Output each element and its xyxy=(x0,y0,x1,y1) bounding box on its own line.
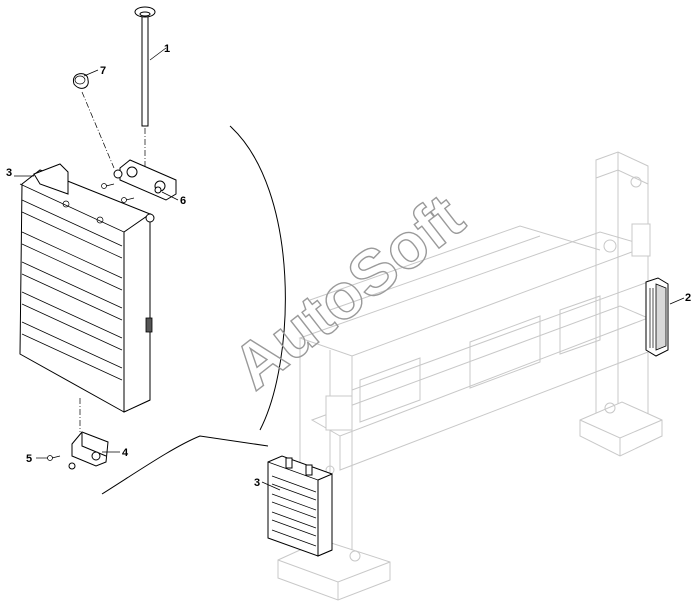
screw-icon xyxy=(101,183,155,223)
callout-2: 2 xyxy=(685,292,691,304)
detail-circle-arc-lower xyxy=(101,435,269,495)
callout-3-exploded: 3 xyxy=(6,167,12,179)
watermark: AutoSoft xyxy=(219,180,476,403)
callout-leaders xyxy=(14,47,685,491)
callout-7: 7 xyxy=(100,65,106,77)
detail-circle-arc xyxy=(229,125,286,431)
step-part-2 xyxy=(645,277,669,357)
frame-assembly xyxy=(277,151,663,601)
callout-1: 1 xyxy=(164,43,170,55)
callout-6: 6 xyxy=(180,195,186,207)
callout-5: 5 xyxy=(26,453,32,465)
callout-4: 4 xyxy=(122,447,129,459)
step-part-3-mounted xyxy=(267,455,333,557)
exploded-step-assembly xyxy=(19,6,177,470)
callout-3-mounted: 3 xyxy=(254,477,260,489)
